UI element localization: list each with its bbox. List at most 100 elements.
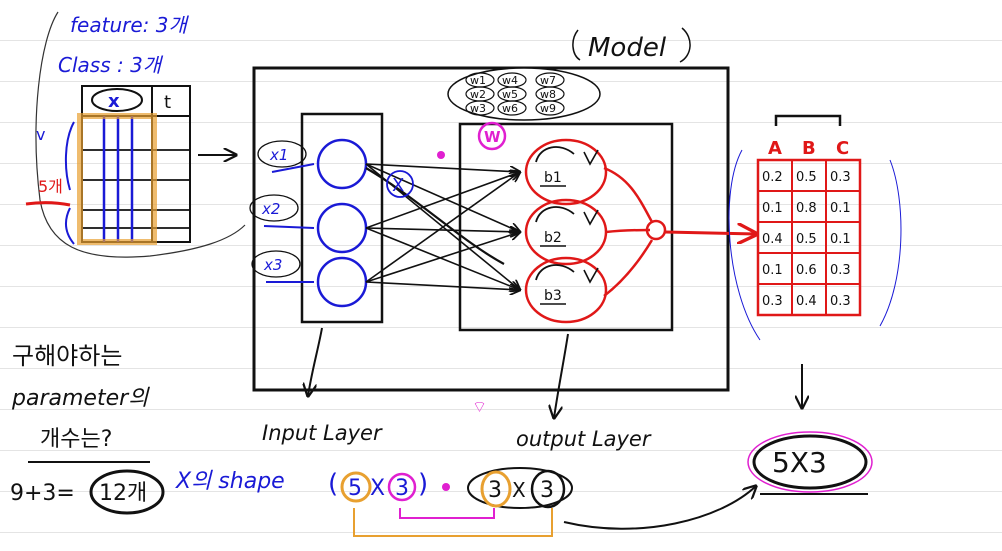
output-node-loop <box>535 146 575 163</box>
model-title: Model <box>588 33 667 63</box>
output-node <box>524 138 608 206</box>
bias-label: b2 <box>544 230 562 246</box>
input-node-label: x1 <box>269 146 288 164</box>
output-table-cell: 0.5 <box>796 170 817 185</box>
output-table-outline <box>728 149 902 341</box>
input-node <box>316 256 368 308</box>
activation-mark <box>583 267 599 284</box>
params-answer-circle <box>89 469 165 515</box>
rows-count-underline <box>25 201 71 207</box>
weight-label: w2 <box>470 88 486 101</box>
weight-connection <box>365 163 520 172</box>
data-cloud-outline <box>35 11 246 258</box>
shape-x-cols-circle <box>387 472 417 502</box>
softmax-link-mid <box>605 228 651 234</box>
params-line-4: 9+3= <box>10 481 75 506</box>
magenta-dot <box>437 151 445 159</box>
result-shape: 5X3 <box>772 446 827 479</box>
output-table-cell: 0.1 <box>762 263 783 278</box>
weight-label: w8 <box>540 88 556 101</box>
bias-label: b1 <box>544 170 562 186</box>
weight-connection <box>365 281 520 290</box>
weight-bubble <box>535 100 565 116</box>
shape-close-paren: ) <box>418 469 428 499</box>
input-arrow <box>263 225 315 229</box>
shape-w-cols-ring <box>530 469 566 509</box>
result-circle <box>752 434 868 490</box>
weight-label: w3 <box>470 102 486 115</box>
output-layer-arrow <box>554 333 569 418</box>
weight-connection <box>365 232 520 283</box>
output-table-header: B <box>802 138 816 159</box>
shape-w-rows: 3 <box>488 478 502 503</box>
params-line-1: 구해야하는 <box>12 342 122 370</box>
weight-connection <box>365 163 520 232</box>
input-node-label: x2 <box>261 200 280 218</box>
softmax-link-top <box>603 166 654 223</box>
activation-mark <box>583 209 599 226</box>
output-table-cell: 0.2 <box>762 170 783 185</box>
input-node <box>316 202 368 254</box>
output-table-cell: 0.4 <box>762 232 783 247</box>
output-layer-box <box>458 122 674 332</box>
feature-note: feature: 3개 <box>70 13 189 37</box>
shape-x-rows: 5 <box>348 476 362 501</box>
params-answer: 12개 <box>99 481 147 506</box>
shape-open-paren: ( <box>328 469 338 499</box>
output-node-loop <box>535 206 575 223</box>
rows-count-note: 5개 <box>38 177 63 196</box>
weight-bubble <box>497 100 527 116</box>
input-node-label-ring <box>249 194 299 222</box>
output-table-bracket <box>774 114 842 126</box>
output-table-cell: 0.3 <box>762 294 783 309</box>
shape-x-rows-circle <box>340 471 372 503</box>
input-node-label: x3 <box>263 256 282 274</box>
input-layer-box <box>300 112 384 324</box>
input-data-table: x t <box>77 85 191 245</box>
weight-connection <box>365 228 520 232</box>
output-table-cell: 0.3 <box>830 294 851 309</box>
output-table-cell: 0.8 <box>796 201 817 216</box>
bias-label: b3 <box>544 288 562 304</box>
weights-symbol: W <box>484 128 501 146</box>
weight-label: w7 <box>540 74 556 87</box>
class-note: Class : 3개 <box>58 53 164 77</box>
cross-mark-circle <box>386 170 414 198</box>
output-table-cell: 0.5 <box>796 232 817 247</box>
weights-symbol-circle <box>477 121 507 151</box>
input-node-label-ring <box>251 250 301 278</box>
output-table-cell: 0.3 <box>830 263 851 278</box>
v-mark: v <box>36 125 45 144</box>
input-layer-label: Input Layer <box>262 421 383 445</box>
weight-label: w5 <box>502 88 518 101</box>
shape-w-times: X <box>512 478 526 502</box>
output-node <box>524 256 608 324</box>
weight-label: w6 <box>502 102 518 115</box>
magenta-caret: ⌔ <box>472 397 487 416</box>
output-table-cell: 0.1 <box>762 201 783 216</box>
rows-bracket <box>64 121 75 245</box>
output-table-cell: 0.3 <box>830 170 851 185</box>
input-arrow <box>271 163 315 173</box>
weight-label: w9 <box>540 102 556 115</box>
cross-mark: X <box>392 175 404 196</box>
shape-prefix: X의 shape <box>175 469 285 494</box>
shape-to-result-arrow <box>563 486 756 530</box>
shape-w-group <box>467 467 573 509</box>
output-table-cell: 0.1 <box>830 201 851 216</box>
shape-w-rows-ring <box>480 470 512 508</box>
shape-x-cols: 3 <box>395 476 409 501</box>
output-table-cell: 0.1 <box>830 232 851 247</box>
input-node-label-ring <box>257 140 307 168</box>
weight-bubble <box>465 100 495 116</box>
inner-dim-match-bracket <box>399 508 495 519</box>
arrow-to-output-table <box>664 232 756 234</box>
params-line-2: parameter의 <box>11 386 150 411</box>
weight-connection <box>365 172 520 283</box>
result-highlight <box>747 431 873 493</box>
weight-connection <box>365 227 520 290</box>
output-table-frame <box>756 158 862 317</box>
table-header-x: x <box>108 91 120 112</box>
